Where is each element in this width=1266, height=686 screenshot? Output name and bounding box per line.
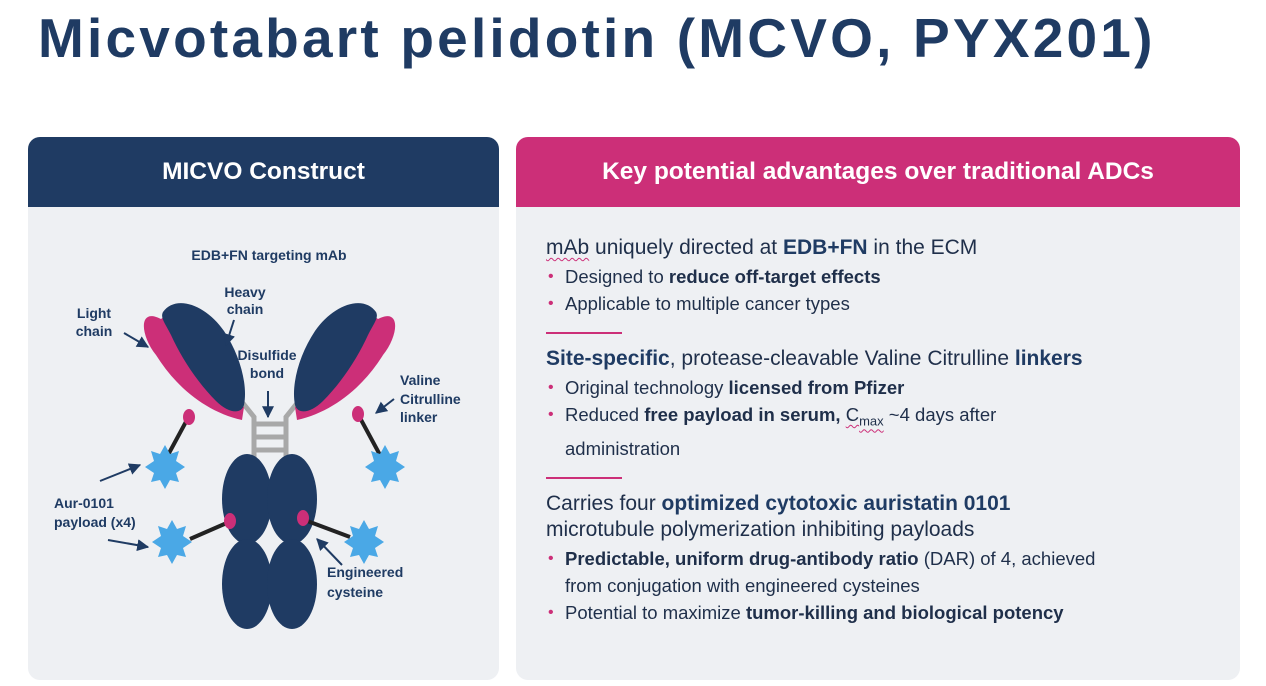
fc-lower-right xyxy=(267,539,317,629)
advantages-panel: Key potential advantages over traditiona… xyxy=(516,137,1240,680)
advantages-content: mAb uniquely directed at EDB+FN in the E… xyxy=(546,235,1220,626)
fc-upper-right xyxy=(267,454,317,544)
pointer-arrows xyxy=(99,319,395,566)
construct-panel-header: MICVO Construct xyxy=(28,137,499,207)
disulfide-bond-label: bond xyxy=(250,365,284,381)
linker-label: linker xyxy=(400,409,438,425)
advantages-panel-header: Key potential advantages over traditiona… xyxy=(516,137,1240,207)
heavy-chain-label: chain xyxy=(227,301,264,317)
payload-label: Aur-0101 xyxy=(54,495,114,511)
payload-star-icon xyxy=(344,520,384,564)
list-item: Designed to reduce off-target effects xyxy=(546,263,1220,290)
cysteine-dot xyxy=(224,513,236,529)
linker-label: Valine xyxy=(400,372,441,388)
section-divider xyxy=(546,332,622,334)
linker-label: Citrulline xyxy=(400,391,461,407)
construct-panel: MICVO Construct xyxy=(28,137,499,680)
cysteine-dot xyxy=(297,510,309,526)
cysteine-label: cysteine xyxy=(327,584,383,600)
list-item: Applicable to multiple cancer types xyxy=(546,290,1220,317)
section-lead-targeting: mAb uniquely directed at EDB+FN in the E… xyxy=(546,236,978,259)
page-title: Micvotabart pelidotin (MCVO, PYX201) xyxy=(38,7,1156,69)
linkers xyxy=(166,415,382,541)
payload-star-icon xyxy=(152,520,192,564)
bullet-list: Predictable, uniform drug-antibody ratio… xyxy=(546,545,1220,626)
bullet-list: Original technology licensed from Pfizer… xyxy=(546,374,1220,462)
fc-lower-left xyxy=(222,539,272,629)
section-lead-payload: Carries four optimized cytotoxic aurista… xyxy=(546,491,1011,541)
list-item: Reduced free payload in serum, Cmax ~4 d… xyxy=(546,401,1220,462)
section-lead-linkers: Site-specific, protease-cleavable Valine… xyxy=(546,347,1083,370)
cysteine-label: Engineered xyxy=(327,564,403,580)
cysteine-dot xyxy=(183,409,195,425)
section-divider xyxy=(546,476,622,479)
list-item: Predictable, uniform drug-antibody ratio… xyxy=(546,545,1220,599)
mab-label: EDB+FN targeting mAb xyxy=(191,247,346,263)
disulfide-hinge xyxy=(240,400,300,459)
payload-star-icon xyxy=(365,445,405,489)
heavy-chain-right xyxy=(293,303,377,412)
disulfide-bond-label: Disulfide xyxy=(237,347,296,363)
bullet-list: Designed to reduce off-target effects Ap… xyxy=(546,263,1220,317)
heavy-chain-label: Heavy xyxy=(224,284,265,300)
antibody-diagram: EDB+FN targeting mAb Light chain Heavy c… xyxy=(54,247,461,629)
payload-star-icon xyxy=(145,445,185,489)
list-item: Potential to maximize tumor-killing and … xyxy=(546,599,1220,626)
list-item: Original technology licensed from Pfizer xyxy=(546,374,1220,401)
heavy-chain-left xyxy=(162,303,246,412)
payload-label: payload (x4) xyxy=(54,514,136,530)
fc-upper-left xyxy=(222,454,272,544)
light-chain-label: Light xyxy=(77,305,112,321)
light-chain-label: chain xyxy=(76,323,113,339)
cysteine-dot xyxy=(352,406,364,422)
